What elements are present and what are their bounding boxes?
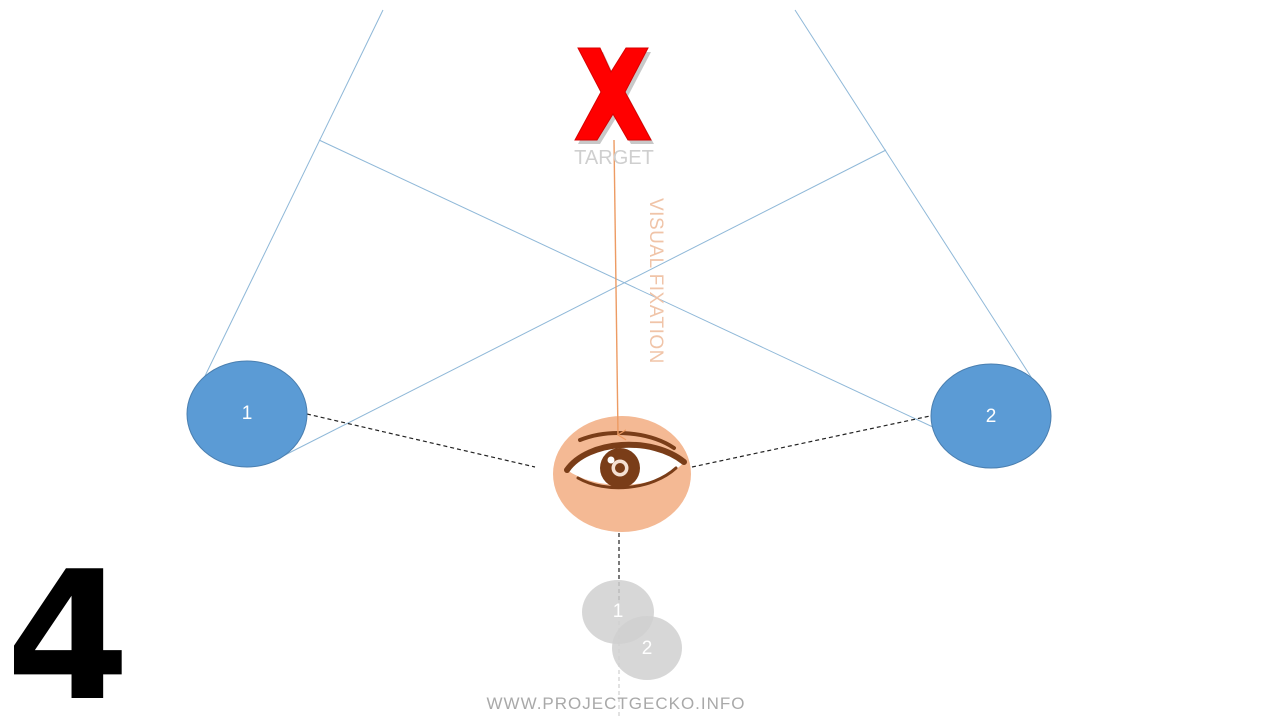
dashed-line-right [691,415,931,468]
ghost-node-left-label: 1 [612,601,624,622]
node-right-label: 2 [985,406,997,427]
node-left-label: 1 [241,403,253,424]
fixation-arrow [613,139,627,441]
ghost-node-right [612,616,682,680]
field-line-cross-down [318,139,936,429]
node-left [186,360,308,468]
field-line-left-outer [204,9,384,377]
node-right [930,363,1052,469]
x-mark-icon [574,47,654,144]
step-number: 4 [6,533,130,720]
visual-fixation-label: VISUAL FIXATION [645,198,666,364]
website-url: WWW.PROJECTGECKO.INFO [486,694,746,713]
target-label: TARGET [574,147,654,169]
dashed-line-left [306,413,536,468]
field-line-right-outer [794,9,1034,381]
ghost-node-right-label: 2 [641,638,653,659]
field-line-cross-up [284,149,887,456]
field-lines [204,9,1034,456]
eye-icon [564,431,687,490]
